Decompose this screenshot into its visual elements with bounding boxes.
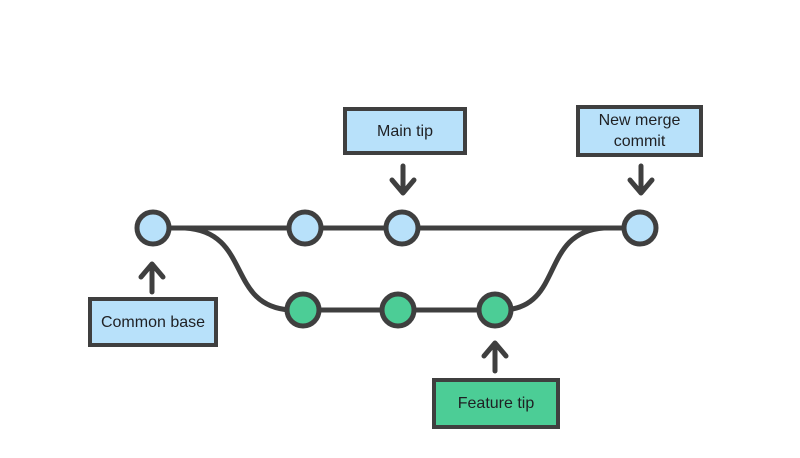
branch-off-curve [182,225,293,313]
arrow-new-merge-commit [627,163,655,196]
arrow-common-base [138,261,166,295]
commit-node-common-base [134,209,172,247]
label-feature-tip-text: Feature tip [457,395,535,412]
label-new-merge-commit: New merge commit [576,105,703,157]
commit-node-main-tip [383,209,421,247]
label-new-merge-commit-text: New merge commit [598,112,681,150]
commit-node-new-merge [621,209,659,247]
label-feature-tip: Feature tip [432,378,560,429]
label-common-base-text: Common base [100,313,206,331]
label-common-base: Common base [88,297,218,347]
arrow-main-tip [389,163,417,196]
commit-node-feature-tip [476,291,514,329]
arrow-feature-tip [481,340,509,374]
commit-node-feature-1 [284,291,322,329]
label-main-tip: Main tip [343,107,467,155]
commit-node-main-2 [286,209,324,247]
label-main-tip-text: Main tip [376,122,434,140]
merge-back-curve [502,225,607,313]
commit-node-feature-2 [379,291,417,329]
